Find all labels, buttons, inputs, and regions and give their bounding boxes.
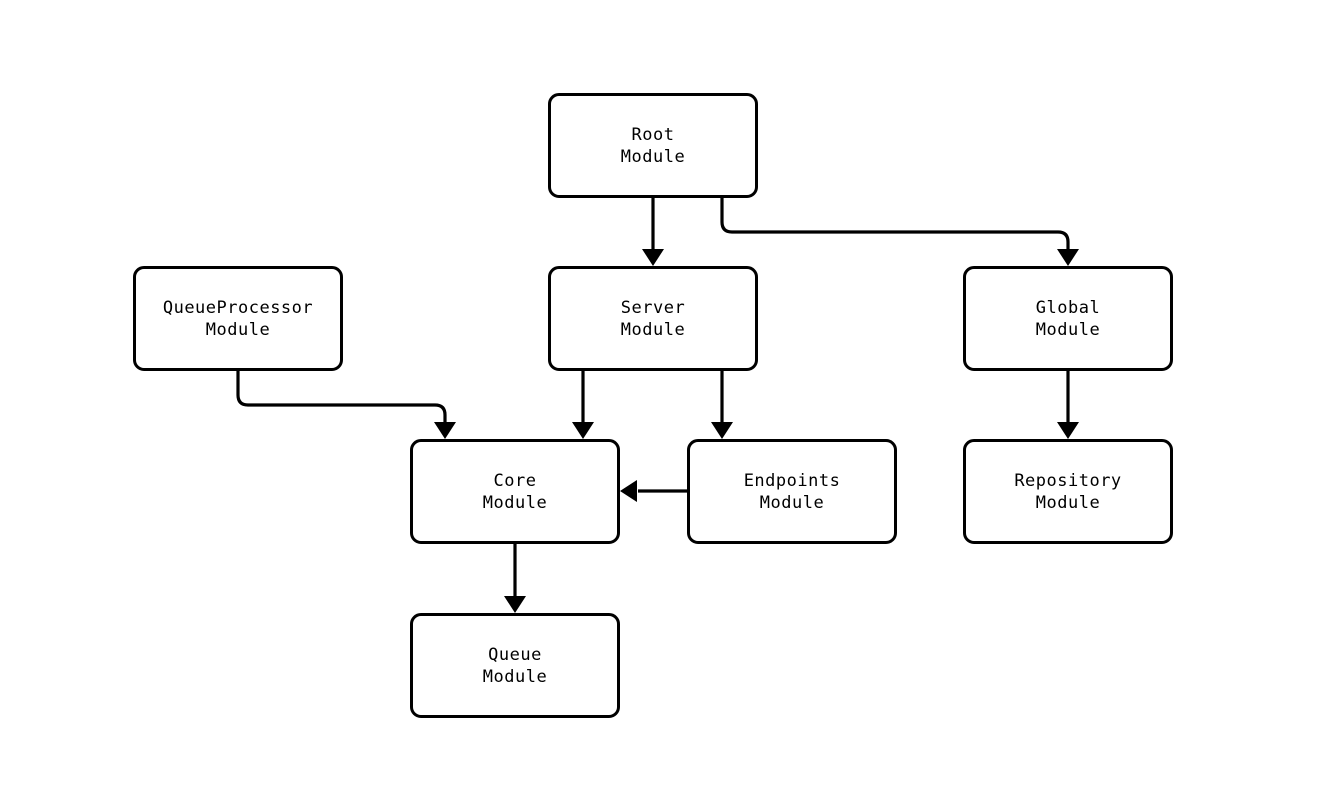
node-root-line2: Module	[620, 146, 686, 167]
edge-queueprocessor-core	[236, 371, 447, 423]
node-queueprocessor[interactable]: QueueProcessor Module	[133, 266, 343, 371]
node-global-line1: Global	[1035, 297, 1101, 318]
node-server-line1: Server	[620, 297, 686, 318]
node-global-line2: Module	[1035, 319, 1101, 340]
arrowhead-root-global	[1057, 249, 1079, 266]
node-core-line2: Module	[482, 492, 548, 513]
node-queueprocessor-line1: QueueProcessor	[162, 297, 314, 318]
node-server-line2: Module	[620, 319, 686, 340]
node-repository-line2: Module	[1035, 492, 1101, 513]
node-endpoints[interactable]: Endpoints Module	[687, 439, 897, 544]
node-queueprocessor-line2: Module	[205, 319, 271, 340]
node-queue-line2: Module	[482, 666, 548, 687]
edge-root-global	[720, 198, 1070, 250]
arrowhead-root-server	[642, 249, 664, 266]
arrowhead-core-queue	[504, 596, 526, 613]
node-queue[interactable]: Queue Module	[410, 613, 620, 718]
arrowhead-queueprocessor-core	[434, 422, 456, 439]
node-core[interactable]: Core Module	[410, 439, 620, 544]
node-global[interactable]: Global Module	[963, 266, 1173, 371]
arrowhead-endpoints-core	[620, 480, 637, 502]
node-endpoints-line2: Module	[759, 492, 825, 513]
node-server[interactable]: Server Module	[548, 266, 758, 371]
node-root[interactable]: Root Module	[548, 93, 758, 198]
node-repository-line1: Repository	[1014, 470, 1122, 491]
arrowhead-global-repository	[1057, 422, 1079, 439]
node-queue-line1: Queue	[488, 644, 542, 665]
node-root-line1: Root	[631, 124, 675, 145]
node-core-line1: Core	[493, 470, 537, 491]
node-endpoints-line1: Endpoints	[743, 470, 841, 491]
node-repository[interactable]: Repository Module	[963, 439, 1173, 544]
arrowhead-server-endpoints	[711, 422, 733, 439]
arrowhead-server-core	[572, 422, 594, 439]
